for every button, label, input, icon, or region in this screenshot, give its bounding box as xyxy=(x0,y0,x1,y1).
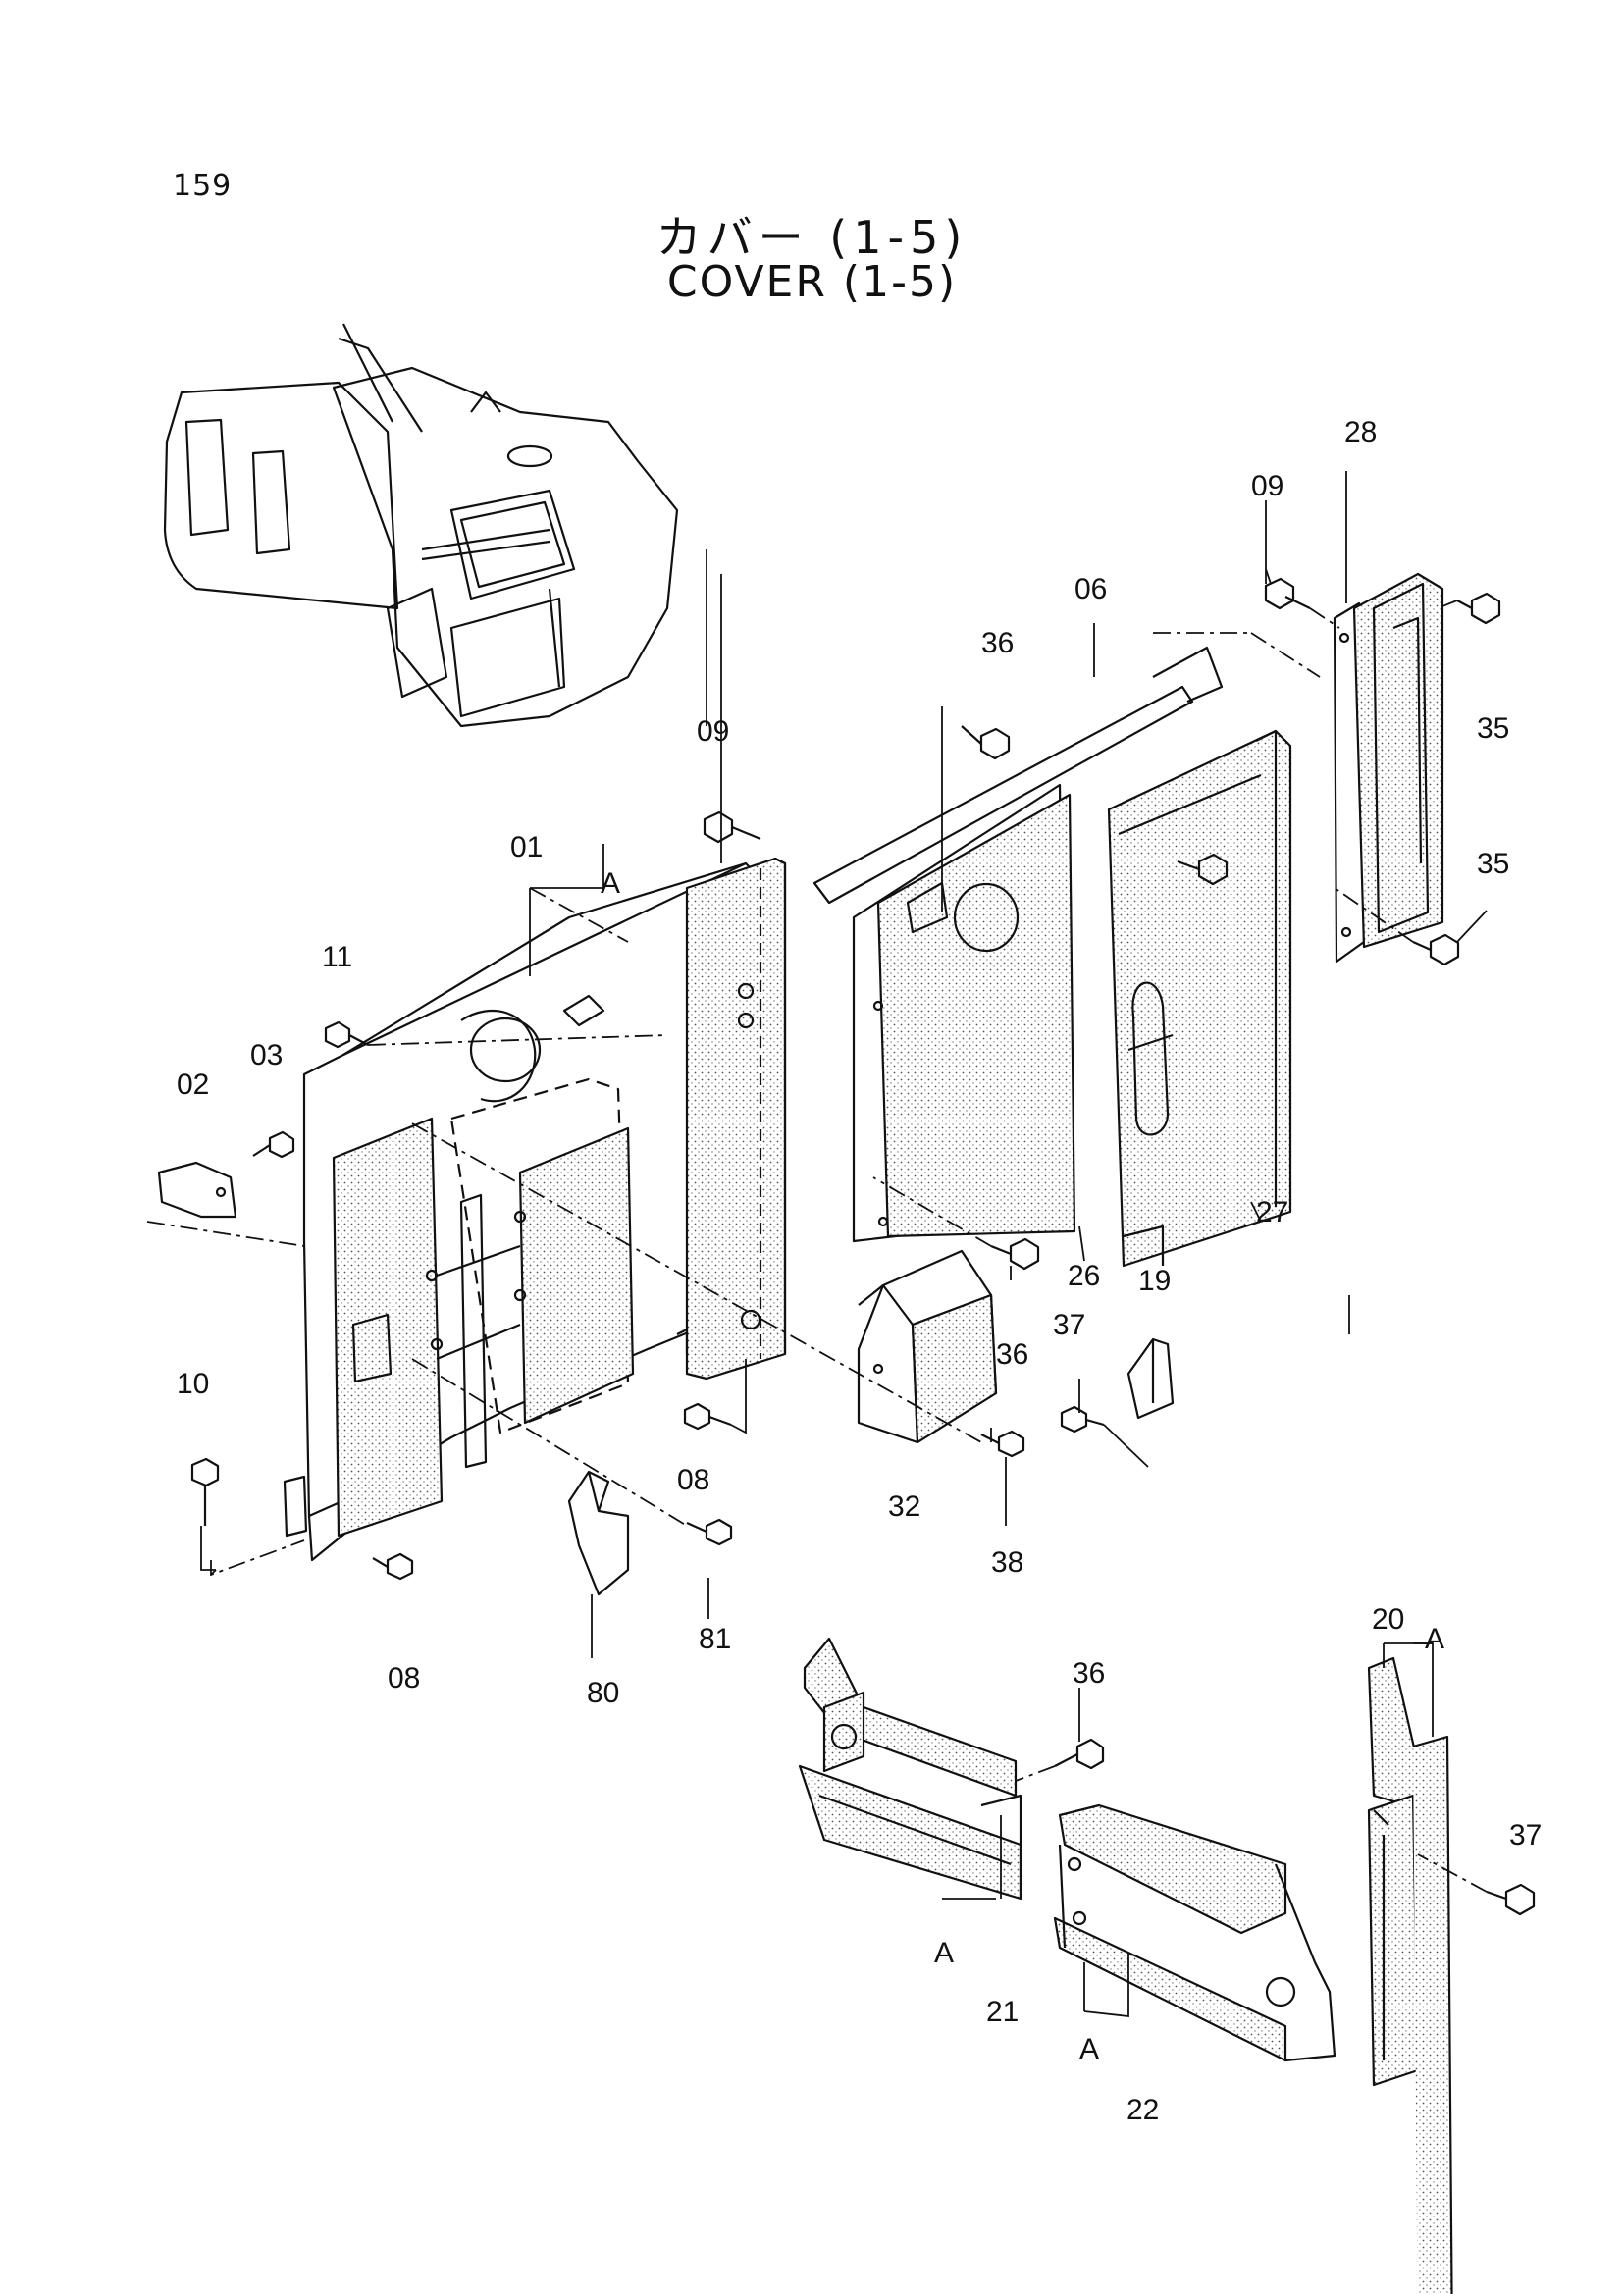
label-37: 37 xyxy=(1053,1309,1085,1341)
part-02-bracket xyxy=(157,1161,237,1219)
label-11: 11 xyxy=(322,941,352,973)
page-number: 159 xyxy=(173,169,233,203)
part-20-cover xyxy=(1367,1656,1453,2294)
part-01-post xyxy=(676,857,787,1381)
title-english: COVER (1-5) xyxy=(666,257,958,307)
label-03: 03 xyxy=(250,1039,283,1071)
bolt-27-mount xyxy=(1177,853,1229,886)
label-10: 10 xyxy=(177,1368,209,1400)
title-japanese: カバー (1-5) xyxy=(655,211,969,264)
bolt-36-top xyxy=(961,725,1011,760)
bolt-36-bottom xyxy=(1054,1738,1105,1770)
label-36: 36 xyxy=(996,1338,1028,1371)
part-26-panel xyxy=(852,783,1076,1243)
label-A: A xyxy=(1425,1623,1444,1655)
bolt-36-mid xyxy=(990,1237,1040,1271)
label-38: 38 xyxy=(991,1546,1023,1579)
label-28: 28 xyxy=(1344,416,1377,448)
part-28-frame xyxy=(1333,572,1444,964)
bolt-10 xyxy=(190,1457,220,1526)
label-06: 06 xyxy=(1074,573,1107,605)
label-81: 81 xyxy=(699,1623,731,1655)
label-80: 80 xyxy=(587,1677,619,1709)
label-27: 27 xyxy=(1256,1196,1288,1228)
leader-lines xyxy=(146,471,1488,2018)
part-22-cover xyxy=(1053,1803,1336,2062)
label-A: A xyxy=(1079,2033,1099,2065)
label-08: 08 xyxy=(388,1662,420,1694)
part-06-strip xyxy=(812,646,1224,905)
part-27-panel xyxy=(1107,729,1292,1268)
bolt-08-left xyxy=(372,1552,414,1581)
bolt-37-bottom xyxy=(1486,1883,1536,1916)
label-21: 21 xyxy=(986,1996,1019,2028)
label-01: 01 xyxy=(510,831,543,863)
label-08: 08 xyxy=(677,1464,709,1496)
bolt-03 xyxy=(252,1130,295,1159)
label-32: 32 xyxy=(888,1490,920,1523)
label-09: 09 xyxy=(1251,470,1283,502)
label-A: A xyxy=(601,867,620,900)
part-32-box xyxy=(857,1249,998,1444)
label-35: 35 xyxy=(1477,848,1509,880)
bolt-37-mid xyxy=(1060,1405,1105,1434)
bolt-09-top xyxy=(1264,577,1311,610)
machine-overview xyxy=(163,323,679,728)
bolt-35-mid xyxy=(1412,933,1460,966)
label-36: 36 xyxy=(981,627,1014,659)
bolt-38 xyxy=(980,1430,1025,1458)
label-35: 35 xyxy=(1477,712,1509,745)
bolt-08-mid xyxy=(683,1402,732,1431)
part-01-frame xyxy=(283,861,758,1562)
part-21-cover xyxy=(798,1637,1022,1901)
part-labels: 28 09 06 36 35 09 35 01 A 11 03 02 27 26… xyxy=(177,416,1542,2126)
label-A: A xyxy=(934,1937,954,1969)
bolt-11 xyxy=(324,1020,369,1049)
label-19: 19 xyxy=(1138,1265,1171,1297)
label-02: 02 xyxy=(177,1069,209,1101)
bolt-35-top xyxy=(1456,592,1501,625)
part-80-clip xyxy=(567,1470,630,1596)
part-19-bracket xyxy=(1126,1337,1175,1420)
bolt-81 xyxy=(686,1518,733,1546)
label-26: 26 xyxy=(1068,1260,1100,1292)
label-37: 37 xyxy=(1509,1819,1542,1851)
label-22: 22 xyxy=(1126,2094,1159,2126)
bolt-09-mid xyxy=(703,810,761,844)
label-20: 20 xyxy=(1372,1603,1404,1636)
label-09: 09 xyxy=(697,715,729,748)
label-36: 36 xyxy=(1073,1657,1105,1690)
